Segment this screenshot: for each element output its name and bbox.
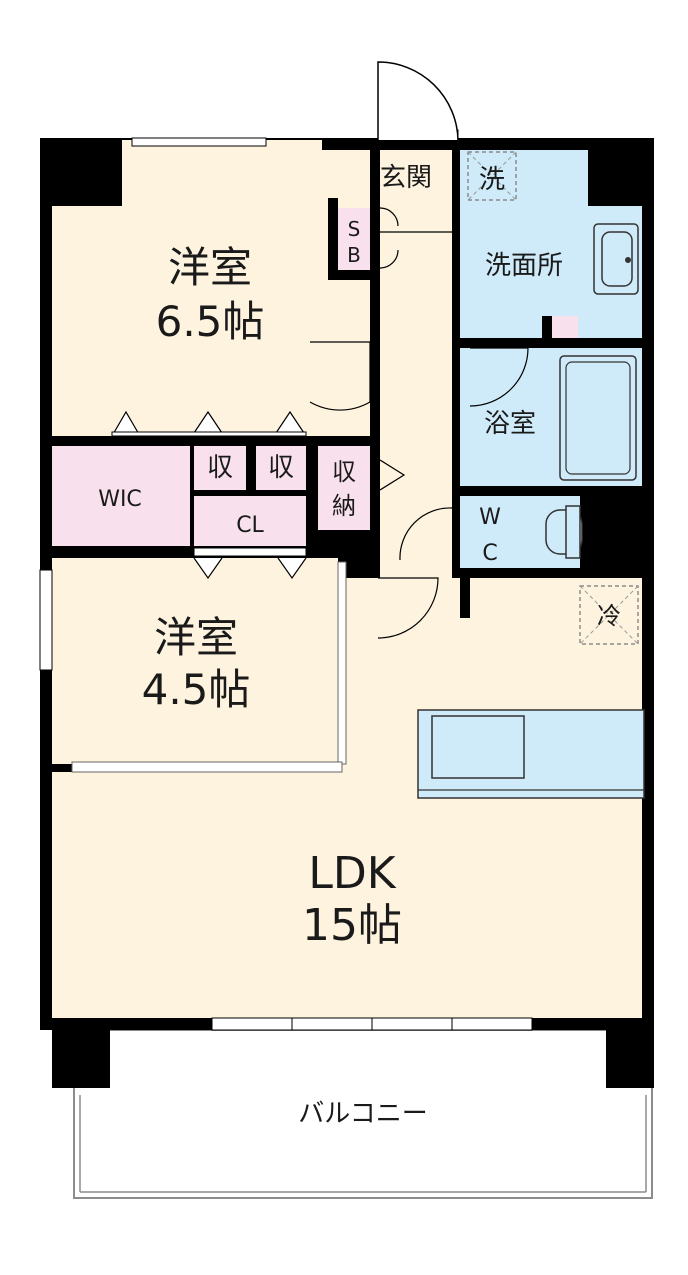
western-room-a-size: 6.5帖: [156, 297, 265, 346]
wc-label-top: W: [479, 505, 501, 530]
hall-floor: [380, 150, 452, 572]
entrance-label: 玄関: [380, 163, 432, 193]
fridge-space: [579, 585, 639, 645]
sb-floor: [338, 208, 370, 270]
closet-label: CL: [236, 513, 264, 538]
balcony-label: バルコニー: [298, 1099, 427, 1129]
bathtub: [559, 355, 637, 481]
sb-label-bottom: B: [347, 243, 361, 267]
wic-label: WIC: [98, 487, 142, 512]
ldk-name: LDK: [308, 848, 396, 899]
balcony-area: [73, 1029, 653, 1199]
western-room-b-size: 4.5帖: [142, 665, 251, 714]
fridge-label: 冷: [597, 602, 621, 630]
laundry-space: [467, 151, 517, 201]
western-room-a-name: 洋室: [168, 243, 252, 292]
ldk-size: 15帖: [302, 900, 402, 951]
hall-storage-floor: [318, 446, 370, 530]
wc-label-bottom: C: [482, 541, 497, 566]
hall-storage-label-top: 収: [332, 458, 356, 486]
storage-2-label: 収: [268, 453, 294, 483]
hall-storage-label-bottom: 納: [332, 492, 356, 520]
bath-label: 浴室: [484, 409, 536, 439]
closet-floor: [194, 496, 306, 548]
storage-1-floor: [194, 446, 246, 490]
western-room-b-name: 洋室: [154, 613, 238, 662]
washbasin: [593, 223, 639, 295]
washroom-label: 洗面所: [485, 251, 563, 281]
storage-1-label: 収: [207, 453, 233, 483]
wic-floor: [52, 446, 190, 546]
sb-label-top: S: [348, 217, 361, 241]
storage-2-floor: [256, 446, 306, 490]
front-door-swing: [377, 61, 459, 141]
laundry-label: 洗: [479, 165, 505, 195]
